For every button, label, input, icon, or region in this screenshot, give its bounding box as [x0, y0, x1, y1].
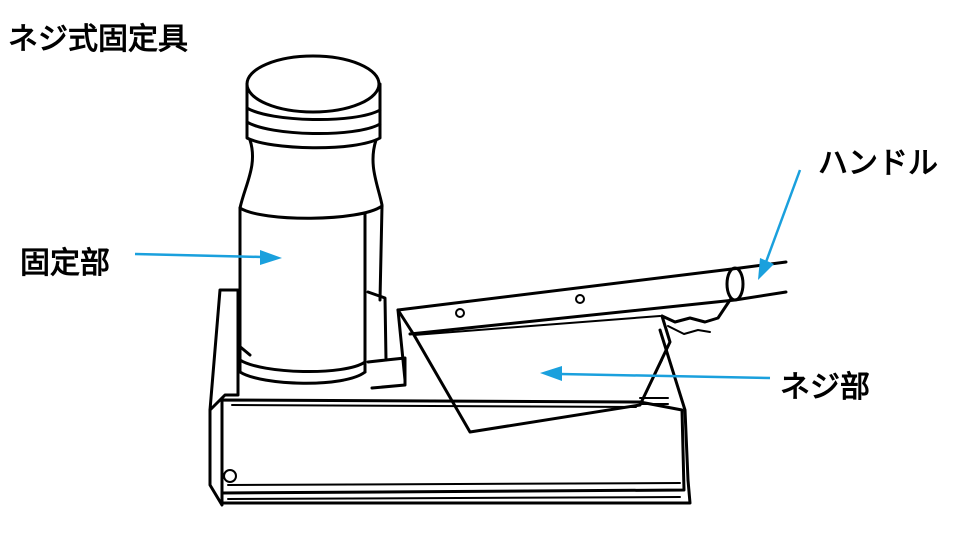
arrow-fixing-part: [134, 250, 282, 265]
handle-bar: [396, 260, 788, 336]
label-screw-part: ネジ部: [780, 370, 870, 405]
label-handle: ハンドル: [818, 146, 938, 181]
screw-part-body: [396, 308, 672, 434]
base-block: [208, 288, 692, 507]
label-fixing-part: 固定部: [20, 246, 110, 281]
arrow-handle: [758, 169, 802, 280]
arrow-screw-part: [540, 366, 771, 381]
fixing-part-cylinder: [238, 54, 384, 385]
diagram-title: ネジ式固定具: [8, 22, 188, 57]
